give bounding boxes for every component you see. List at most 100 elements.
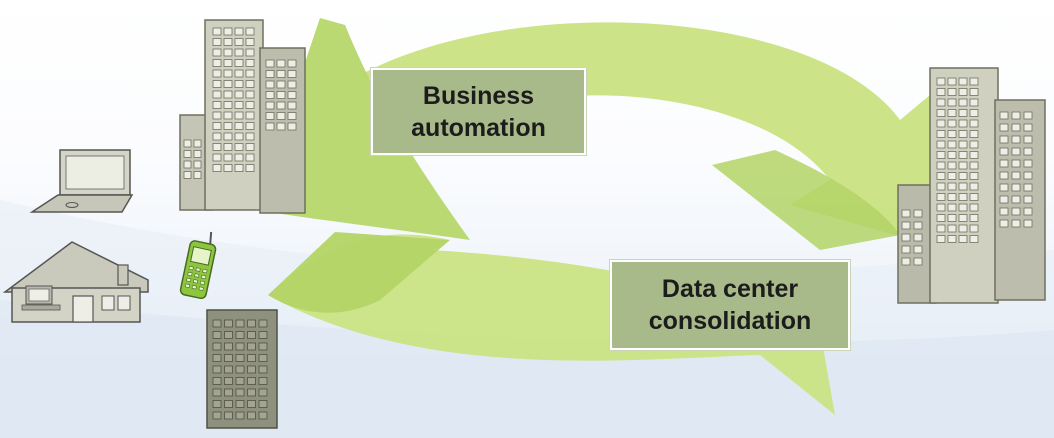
building-window xyxy=(258,319,268,328)
building-window xyxy=(212,101,222,109)
building-window xyxy=(901,257,911,266)
building-window xyxy=(1023,195,1033,204)
building-window xyxy=(245,90,255,99)
building-window xyxy=(958,151,968,159)
building-window xyxy=(247,342,256,351)
building-window xyxy=(224,400,233,408)
building-window xyxy=(936,172,946,180)
building-window xyxy=(969,119,979,128)
building-window xyxy=(947,182,957,191)
building-window xyxy=(223,80,233,88)
building-window xyxy=(212,388,222,397)
building-window xyxy=(183,171,192,179)
building-window xyxy=(999,123,1009,132)
building-window xyxy=(1011,195,1021,204)
building-window xyxy=(999,135,1009,144)
building-window xyxy=(234,132,244,141)
building-window xyxy=(1023,183,1033,192)
building-window xyxy=(212,400,222,408)
building-window xyxy=(1023,159,1033,168)
building-window xyxy=(245,101,255,109)
building-window xyxy=(212,38,222,46)
building-window xyxy=(958,203,968,212)
building-window xyxy=(212,377,222,385)
building-window xyxy=(947,98,957,107)
building-window xyxy=(958,182,968,191)
building-window xyxy=(947,140,957,149)
building-window xyxy=(958,140,968,149)
building-window xyxy=(969,77,979,86)
building-window xyxy=(958,98,968,107)
building-window xyxy=(245,164,255,172)
building-window xyxy=(245,132,255,141)
building-window xyxy=(287,101,297,110)
building-window xyxy=(265,59,275,68)
building-window xyxy=(235,377,245,385)
building-window xyxy=(258,388,268,397)
data-center-building-icon xyxy=(897,67,1046,304)
building-window xyxy=(936,151,946,159)
building-window xyxy=(947,119,957,128)
building-window xyxy=(247,388,256,397)
building-window xyxy=(287,91,297,99)
building-window xyxy=(913,245,923,254)
building-window xyxy=(247,319,256,328)
building-window xyxy=(234,69,244,78)
building-window xyxy=(1023,207,1033,216)
building-window xyxy=(245,143,255,151)
building-window xyxy=(936,235,946,243)
building-window xyxy=(276,122,286,131)
building-window xyxy=(258,365,268,374)
building-window xyxy=(235,354,245,362)
building-window xyxy=(245,122,255,130)
building-window xyxy=(247,354,256,362)
building-window xyxy=(258,342,268,351)
building-window xyxy=(245,59,255,67)
building-window xyxy=(947,109,957,117)
building-window xyxy=(958,235,968,243)
building-window xyxy=(913,233,923,242)
building-window xyxy=(936,98,946,107)
building-window xyxy=(212,164,222,172)
mobile-phone-icon xyxy=(179,231,217,300)
building-window xyxy=(958,130,968,138)
building-window xyxy=(958,224,968,233)
building-window xyxy=(1023,171,1033,180)
building-window xyxy=(287,112,297,120)
building-window xyxy=(258,354,268,362)
building-window xyxy=(958,161,968,170)
building-window xyxy=(913,257,923,266)
building-window xyxy=(223,69,233,78)
building-window xyxy=(969,130,979,138)
building-window xyxy=(969,193,979,201)
building-window xyxy=(212,342,222,351)
building-window xyxy=(245,111,255,120)
building-window xyxy=(969,161,979,170)
building-window xyxy=(223,38,233,46)
building-window xyxy=(212,122,222,130)
building-window xyxy=(947,130,957,138)
building-window xyxy=(969,140,979,149)
building-window xyxy=(1023,147,1033,156)
building-window xyxy=(947,235,957,243)
building-window xyxy=(223,101,233,109)
building-window xyxy=(1023,219,1033,228)
building-window xyxy=(969,203,979,212)
house-icon xyxy=(2,241,149,323)
building-window xyxy=(212,27,222,36)
business-automation-label: Business automation xyxy=(371,68,586,155)
building-window xyxy=(223,59,233,67)
building-window xyxy=(223,143,233,151)
building-window xyxy=(235,411,245,420)
building-window xyxy=(212,365,222,374)
building-window xyxy=(913,221,923,230)
building-window xyxy=(947,88,957,96)
building-window xyxy=(1011,111,1021,120)
building-window xyxy=(969,214,979,222)
building-window xyxy=(936,140,946,149)
building-window xyxy=(234,122,244,130)
building-window xyxy=(969,109,979,117)
building-window xyxy=(193,171,202,179)
